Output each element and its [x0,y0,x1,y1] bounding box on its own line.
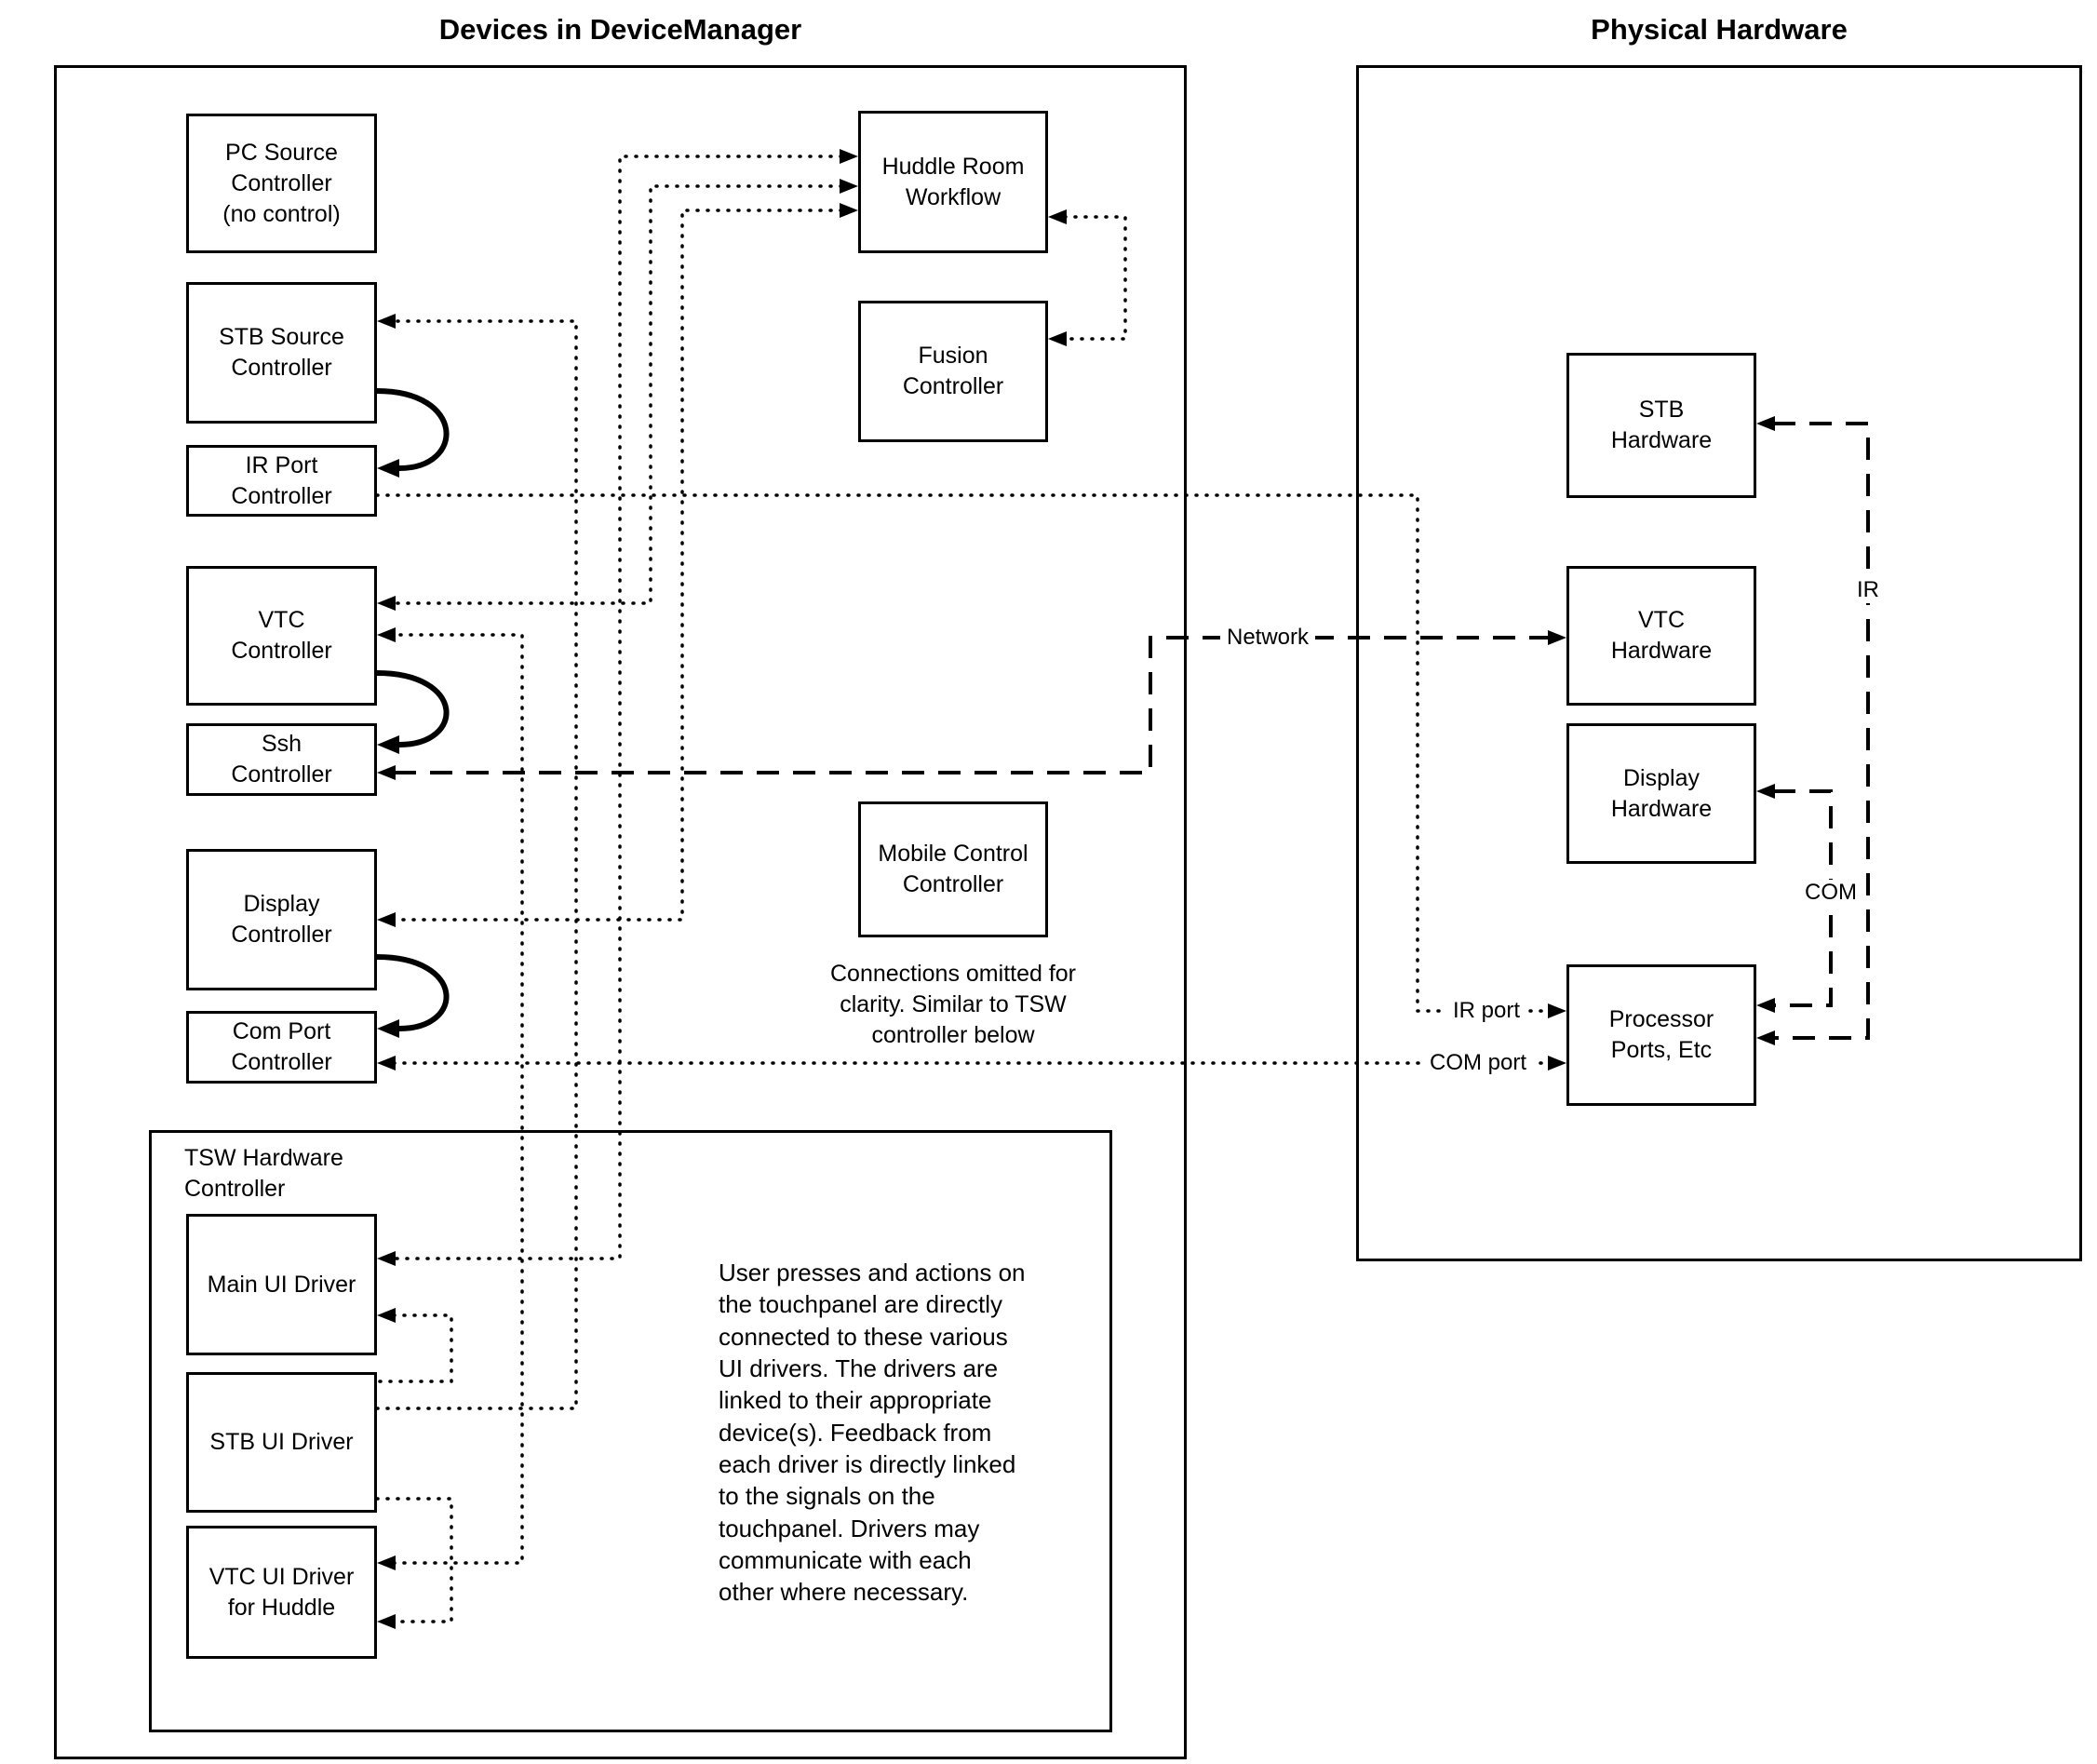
ir-port-wire-label: IR port [1445,998,1527,1024]
stb-ui-driver-node: STB UI Driver [186,1372,377,1513]
mobile-control-controller-label: Mobile Control Controller [878,841,1028,897]
pc-source-controller-node: PC Source Controller (no control) [186,114,377,253]
display-controller-node: Display Controller [186,849,377,990]
com-port-controller-label: Com Port Controller [231,1018,332,1075]
stb-hardware-node: STB Hardware [1566,353,1756,498]
ir-port-controller-label: IR Port Controller [231,451,332,509]
physical-hardware-title: Physical Hardware [1591,13,1848,46]
fusion-controller-node: Fusion Controller [858,301,1048,442]
display-hardware-label: Display Hardware [1610,764,1713,822]
vtc-controller-label: VTC Controller [231,607,332,664]
vtc-hardware-node: VTC Hardware [1566,566,1756,706]
vtc-hardware-label: VTC Hardware [1610,607,1713,664]
mobile-controller-note: Connections omitted for clarity. Similar… [829,961,1077,1048]
stb-source-controller-label: STB Source Controller [219,324,344,381]
pc-source-controller-label: PC Source Controller (no control) [222,139,341,227]
ssh-controller-label: Ssh Controller [231,731,332,788]
tsw-controller-label: TSW Hardware Controller [184,1145,343,1202]
network-wire-label: Network [1219,625,1316,651]
main-ui-driver-node: Main UI Driver [186,1214,377,1355]
processor-ports-node: Processor Ports, Etc [1566,964,1756,1106]
vtc-controller-node: VTC Controller [186,566,377,706]
processor-ports-label: Processor Ports, Etc [1608,1006,1714,1063]
mobile-control-controller-node: Mobile Control Controller [858,801,1048,937]
ir-port-controller-node: IR Port Controller [186,445,377,517]
com-port-controller-node: Com Port Controller [186,1011,377,1084]
huddle-room-workflow-node: Huddle Room Workflow [858,111,1048,253]
device-manager-title: Devices in DeviceManager [438,13,802,46]
stb-source-controller-node: STB Source Controller [186,282,377,424]
ssh-controller-node: Ssh Controller [186,723,377,796]
stb-ui-driver-label: STB UI Driver [209,1429,354,1455]
ir-wire-label: IR [1850,577,1886,603]
com-port-wire-label: COM port [1422,1050,1534,1076]
stb-hardware-label: STB Hardware [1610,397,1713,453]
vtc-ui-driver-label: VTC UI Driver for Huddle [208,1563,355,1621]
huddle-room-workflow-label: Huddle Room Workflow [881,153,1025,210]
main-ui-driver-label: Main UI Driver [207,1271,356,1298]
tsw-driver-note: User presses and actions on the touchpan… [719,1259,1026,1607]
fusion-controller-label: Fusion Controller [902,343,1004,399]
vtc-ui-driver-node: VTC UI Driver for Huddle [186,1526,377,1659]
com-wire-label: COM [1798,880,1863,906]
display-hardware-node: Display Hardware [1566,723,1756,864]
display-controller-label: Display Controller [231,891,332,948]
